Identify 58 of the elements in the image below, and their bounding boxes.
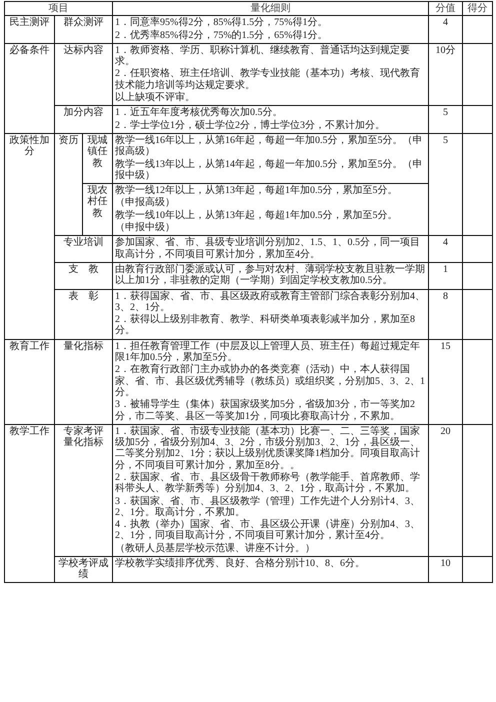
category-label: 现农村任教 (86, 185, 108, 220)
category-label: 民主测评 (8, 17, 50, 29)
criteria-text: 3．被辅导学生（集体）获国家级奖加5分，省级加3分，市一等奖加2分，市二等奖、县区一等奖加1分，同项比赛取高计分，不累加。 (115, 399, 416, 422)
criteria-text: 教学一线10年以上，从第13年起，每超1年加0.5分，累加至5分。 (115, 210, 399, 222)
category-label: 专家考评 (62, 426, 104, 437)
criteria-text: 2．在教育行政部门主办或协办的各类竞赛（活动）中，本人获得国家、省、市、县区级优秀辅导（教练员）或组织奖，分别加5、3、2、1分。 (115, 364, 426, 398)
column-header: 量化细则 (250, 3, 292, 14)
column-header: 得分 (466, 3, 489, 14)
category-label: 现城镇任教 (86, 134, 108, 169)
category-label: 加分内容 (62, 107, 104, 119)
criteria-text: 2．获得以上级别非教育、教学、科研类单项表彰减半加分，累加至8分。 (115, 314, 416, 337)
criteria-text: 1．同意率95%得2分，85%得1.5分，75%得1分。 (115, 17, 329, 29)
column-header: 项目 (48, 3, 70, 14)
criteria-text: 教学一线16年以上，从第16年起，每超一年加0.5分，累加至5分。（申报高级） (115, 134, 424, 158)
category-label: 达标内容 (62, 44, 104, 56)
criteria-text: 1．获国家、省、市级专业技能（基本功）比赛一、二、三等奖，国家级加5分，省级分别加4、3、2分，市级分别加3、2、1分，县区级一、二等奖分别加2、1分；获以上级别优质课奖降1档加分。同项目取高计分，不同项目可累计加分，累加至8分。。 (115, 426, 422, 471)
score-value: 8 (442, 290, 450, 302)
criteria-text: 学校教学实绩排序优秀、良好、合格分别计10、8、6分。 (115, 558, 366, 570)
criteria-text: （教研人员基层学校示范课、讲座不计分。） (115, 542, 316, 554)
score-value: 10分 (434, 44, 457, 56)
category-label: 量化指标 (62, 340, 104, 352)
criteria-text: 1．获得国家、省、市、县区级政府或教育主管部门综合表彰分别加4、3、2、1分。 (115, 290, 426, 314)
score-value: 15 (440, 340, 452, 352)
category-label: 政策性加分 (8, 134, 50, 158)
category-label: 资历 (58, 134, 80, 146)
category-label: 量化指标 (62, 437, 104, 448)
category-label: 支 教 (68, 264, 100, 276)
score-value: 4 (442, 17, 450, 29)
category-label: 表 彰 (68, 290, 100, 302)
category-label: 教学工作 (8, 426, 50, 438)
criteria-text: 4．执教（举办）国家、省、市、县区级公开课（讲座）分别加4、3、2、1分，同项目取高计分，不同项目可累计加分，累计至4分。 (115, 519, 422, 542)
score-value: 1 (442, 264, 450, 276)
criteria-text: （申报高级） (115, 197, 176, 209)
criteria-text: 由教育行政部门委派或认可，参与对农村、薄弱学校支教且驻教一学期以上加1分，非驻教的定期（一学期）到固定学校支教加0.5分。 (115, 264, 426, 287)
column-header: 分值 (434, 3, 457, 14)
criteria-text: 1．教师资格、学历、职称计算机、继续教育、普通话均达到规定要求。 (115, 44, 412, 68)
criteria-text: 1．担任教育管理工作（中层及以上管理人员、班主任）每超过规定年限1年加0.5分，累加至5分。 (115, 340, 422, 364)
criteria-text: 以上缺项不评审。 (115, 92, 196, 104)
criteria-text: 2．优秀率85%得2分，75%的1.5分，65%得1分。 (115, 30, 329, 41)
criteria-text: （申报中级） (115, 222, 176, 234)
criteria-text: 教学一线12年以上，从第13年起，每超1年加0.5分，累加至5分。 (115, 185, 399, 196)
criteria-text: 2．学士学位1分，硕士学位2分，博士学位3分，不累计加分。 (115, 120, 386, 131)
category-label: 学校考评成绩 (58, 558, 110, 581)
criteria-text: 2．任职资格、班主任培训、教学专业技能（基本功）考核、现代教育技术能力培训等均达规定要求。 (115, 68, 422, 92)
criteria-text: 2．获国家、省、市、县区级骨干教师称号（教学能手、首席教师、学科带头人、教学新秀等）分别加4、3、2、1分，取高计分，不累加。 (115, 472, 422, 495)
category-label: 教育工作 (8, 340, 50, 352)
category-label: 群众测评 (62, 17, 104, 29)
score-value: 5 (442, 134, 450, 146)
score-value: 20 (440, 426, 452, 438)
score-value: 10 (440, 558, 452, 570)
criteria-text: 1．近五年年度考核优秀每次加0.5分。 (115, 107, 284, 119)
criteria-text: 3．获国家、省、市、县区级教学（管理）工作先进个人分别计4、3、2、1分。取高计分，不累加。 (115, 496, 422, 518)
score-value: 4 (442, 237, 450, 249)
category-label: 专业培训 (62, 237, 104, 249)
criteria-text: 参加国家、省、市、县级专业培训分别加2、1.5、1、0.5分，同一项目取高计分，不同项目可累计加分，累加至4分。 (115, 237, 422, 260)
score-value: 5 (442, 107, 450, 119)
category-label: 必备条件 (8, 44, 50, 56)
criteria-text: 教学一线13年以上，从第14年起，每超一年加0.5分，累加至5分。（申报中级） (115, 158, 424, 182)
